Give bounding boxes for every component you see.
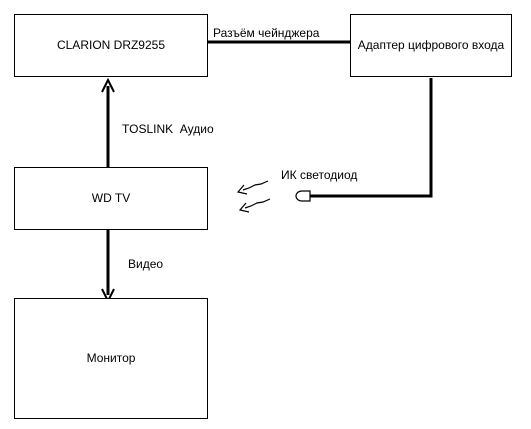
- adapter-label: Адаптер цифрового входа: [357, 38, 505, 52]
- toslink-arrowhead: [101, 77, 115, 93]
- ir-emission-icon: [236, 180, 271, 213]
- monitor-label: Монитор: [86, 351, 136, 365]
- head-unit-box: CLARION DRZ9255: [14, 14, 208, 77]
- monitor-box: Монитор: [14, 298, 208, 419]
- ir-wire: [310, 78, 433, 198]
- video-label: Видео: [128, 257, 164, 271]
- changer-connector-label: Разъём чейнджера: [213, 26, 320, 40]
- toslink-audio-label: TOSLINK Аудио: [122, 122, 214, 136]
- adapter-box: Адаптер цифрового входа: [350, 14, 512, 77]
- head-unit-label: CLARION DRZ9255: [56, 38, 166, 52]
- player-label: WD TV: [91, 191, 131, 205]
- ir-led-label: ИК светодиод: [281, 168, 358, 182]
- ir-led-icon: [295, 190, 311, 202]
- player-box: WD TV: [14, 167, 208, 230]
